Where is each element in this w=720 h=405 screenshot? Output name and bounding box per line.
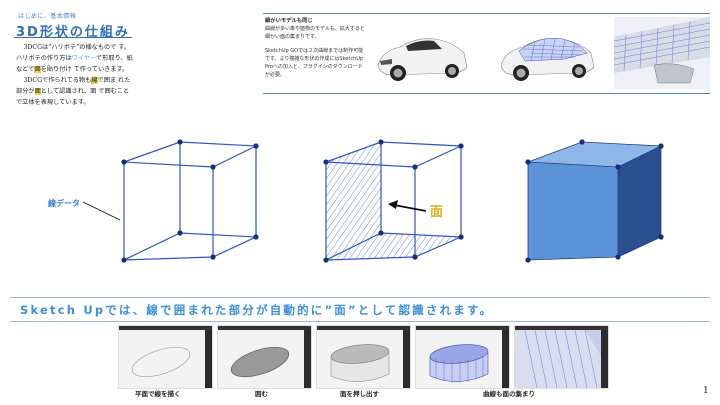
intro-text-1c: を貼り付け て作っていきます。 [40,66,129,73]
step-screenshot-enclose [217,325,312,389]
step-caption-2: 囲む [255,390,268,398]
wireframe-vertices [121,139,259,263]
step-screenshot-closeup [514,325,609,389]
highlight-wire: ワイヤー [71,55,96,62]
info-divider-bottom [263,93,710,94]
info-panel: 細かいモデルも同じ 曲線が多い車や植物のモデルも、拡大すると細かい面の集まりです… [265,17,365,85]
car-wireframe-image [495,17,601,89]
intro-text-2a: 3DCGで作られてる物も [23,77,92,84]
face-arrow [393,204,427,212]
highlight-line: 線 [91,77,98,84]
line-label-pointer [82,201,121,221]
key-message-banner: Sketch Upでは、線で囲まれた部分が自動的に”面”として認識されます。 [20,303,494,317]
info-body-2: SketchUp GOでは２次曲線までは制作可能です。より複雑な形状の作成にはS… [265,48,364,78]
title-divider [14,37,132,38]
intro-text: 3DCGは”ハリボテ”の様なもので す。ハリボテの作り方はワイヤーで形取り、紙な… [16,42,134,108]
banner-divider-bottom [10,321,710,322]
line-data-label: 線データ [48,198,80,208]
car-closeup-image [614,17,710,89]
step-screenshot-extrude [316,325,411,389]
step-caption-1: 平面で線を描く [135,390,181,398]
intro-text-1b: で形取り、紙などで [16,55,133,73]
section-kicker: はじめに、基本情報 [18,13,77,20]
intro-text-2c: として認識され、面 で囲むことで立体を表現しています。 [16,88,130,106]
info-body-1: 曲線が多い車や植物のモデルも、拡大すると細かい面の集まりです。 [265,26,365,40]
step-screenshot-draw-plane [118,325,213,389]
intro-text-1a: 3DCGは”ハリボテ”の様なもので す。ハリボテの作り方は [16,44,131,62]
step-screenshot-curve-faces [415,325,510,389]
step-caption-3: 面を押し出す [340,390,379,398]
highlight-face: 面 [34,66,41,73]
info-heading: 細かいモデルも同じ [265,18,313,24]
page-title: 3D形状の仕組み [16,25,130,40]
face-label: 面 [430,205,443,220]
intro-text-2b: で囲ま れた部分が [16,77,131,95]
cube-diagram: 線データ 面 [48,139,664,263]
car-render-image [372,17,472,89]
wireframe-cube [123,141,257,261]
hatched-cube [323,139,464,263]
info-divider-top [263,13,710,14]
step-caption-4: 曲線も面の集まり [483,390,535,398]
highlight-face-2: 面 [34,88,41,95]
solid-cube [525,139,664,263]
page-number: 1 [703,386,709,396]
banner-divider-top [10,297,710,298]
